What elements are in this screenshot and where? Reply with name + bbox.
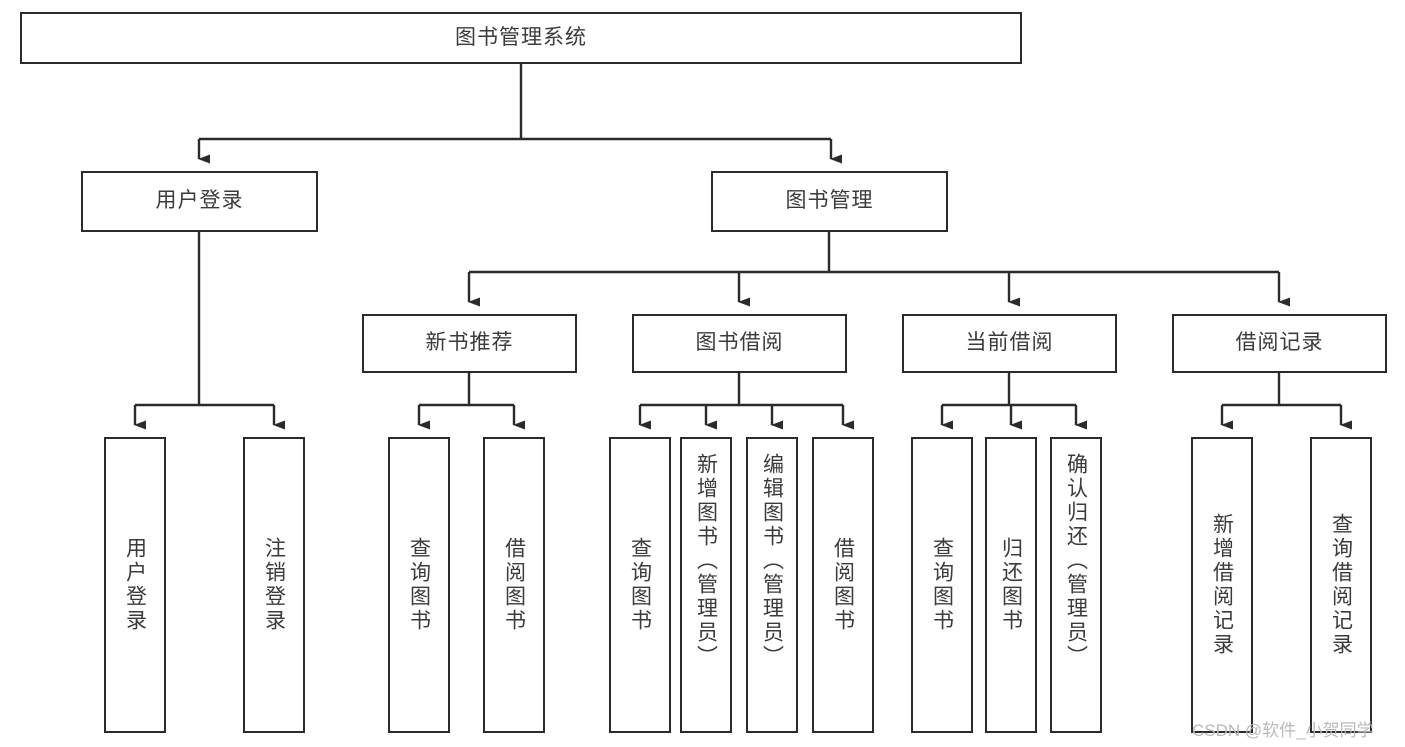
leaf-borrow-book-recommend-label: 借阅图书 <box>502 537 526 633</box>
leaf-add-borrow-record[interactable]: 新增借阅记录 <box>1191 437 1253 733</box>
node-user-login-label: 用户登录 <box>155 189 244 213</box>
leaf-borrow-book-label: 借阅图书 <box>831 537 855 633</box>
leaf-user-login-label: 用户登录 <box>123 537 147 633</box>
leaf-add-book-admin[interactable]: 新增图书（管理员） <box>680 437 732 733</box>
node-new-book-recommend[interactable]: 新书推荐 <box>362 314 577 373</box>
leaf-query-book-borrow-label: 查询图书 <box>628 537 652 633</box>
node-book-management[interactable]: 图书管理 <box>711 171 948 232</box>
leaf-edit-book-admin[interactable]: 编辑图书（管理员） <box>746 437 798 733</box>
leaf-return-book-label: 归还图书 <box>999 537 1023 633</box>
node-book-borrow[interactable]: 图书借阅 <box>632 314 847 373</box>
leaf-logout-login[interactable]: 注销登录 <box>243 437 305 733</box>
leaf-edit-book-admin-label: 编辑图书（管理员） <box>760 453 784 669</box>
leaf-query-book-borrow[interactable]: 查询图书 <box>609 437 671 733</box>
leaf-add-book-admin-label: 新增图书（管理员） <box>694 453 718 669</box>
watermark-csdn: CSDN @软件_小贺同学 <box>1192 721 1374 740</box>
leaf-add-borrow-record-label: 新增借阅记录 <box>1210 513 1234 657</box>
leaf-user-login[interactable]: 用户登录 <box>104 437 166 733</box>
leaf-query-book-recommend-label: 查询图书 <box>407 537 431 633</box>
leaf-borrow-book[interactable]: 借阅图书 <box>812 437 874 733</box>
node-book-management-label: 图书管理 <box>785 189 874 213</box>
leaf-borrow-book-recommend[interactable]: 借阅图书 <box>483 437 545 733</box>
leaf-query-book-current[interactable]: 查询图书 <box>911 437 973 733</box>
node-borrow-record[interactable]: 借阅记录 <box>1172 314 1387 373</box>
node-user-login[interactable]: 用户登录 <box>81 171 318 232</box>
leaf-confirm-return-admin[interactable]: 确认归还（管理员） <box>1050 437 1102 733</box>
node-book-borrow-label: 图书借阅 <box>695 331 784 355</box>
node-current-borrow-label: 当前借阅 <box>965 331 1054 355</box>
node-borrow-record-label: 借阅记录 <box>1235 331 1324 355</box>
node-current-borrow[interactable]: 当前借阅 <box>902 314 1117 373</box>
leaf-query-book-current-label: 查询图书 <box>930 537 954 633</box>
leaf-confirm-return-admin-label: 确认归还（管理员） <box>1064 453 1088 669</box>
node-root-label: 图书管理系统 <box>455 25 587 49</box>
node-root[interactable]: 图书管理系统 <box>20 12 1022 64</box>
leaf-query-borrow-record-label: 查询借阅记录 <box>1329 513 1353 657</box>
leaf-query-borrow-record[interactable]: 查询借阅记录 <box>1310 437 1372 733</box>
leaf-return-book[interactable]: 归还图书 <box>985 437 1037 733</box>
node-new-book-recommend-label: 新书推荐 <box>425 331 514 355</box>
leaf-query-book-recommend[interactable]: 查询图书 <box>388 437 450 733</box>
leaf-logout-login-label: 注销登录 <box>262 537 286 633</box>
